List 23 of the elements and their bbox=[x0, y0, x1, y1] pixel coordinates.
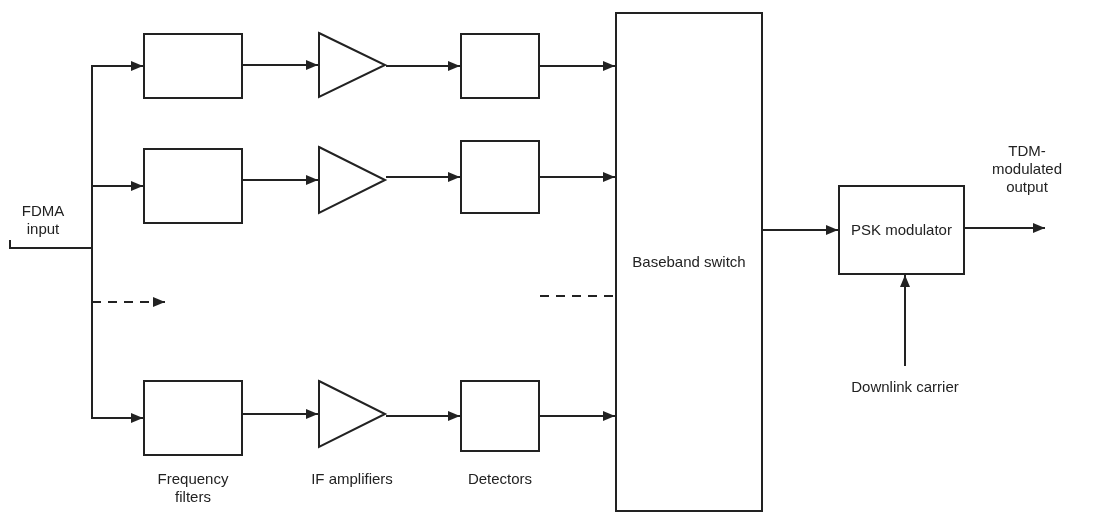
arrow bbox=[242, 175, 319, 185]
input-label: FDMA input bbox=[6, 200, 80, 240]
arrow bbox=[242, 409, 319, 419]
column-label: Frequency filters bbox=[156, 470, 230, 506]
output-label: TDM-modulated output bbox=[990, 142, 1064, 196]
arrow bbox=[385, 172, 461, 182]
arrow bbox=[242, 60, 319, 70]
arrow bbox=[539, 411, 616, 421]
arrow bbox=[762, 225, 839, 235]
arrow bbox=[539, 61, 616, 71]
arrow bbox=[385, 61, 461, 71]
dashed-arrow bbox=[9, 239, 166, 307]
box-label: Baseband switch bbox=[631, 253, 747, 271]
arrow bbox=[900, 274, 910, 367]
modulator-box bbox=[838, 185, 965, 275]
arrow bbox=[539, 172, 616, 182]
column-label: Detectors bbox=[466, 470, 534, 488]
carrier-label: Downlink carrier bbox=[845, 366, 965, 408]
box-label: PSK modulator bbox=[850, 221, 953, 239]
column-label: IF amplifiers bbox=[310, 470, 394, 488]
arrow bbox=[964, 223, 1046, 233]
arrow bbox=[385, 411, 461, 421]
switch-box bbox=[615, 12, 763, 512]
